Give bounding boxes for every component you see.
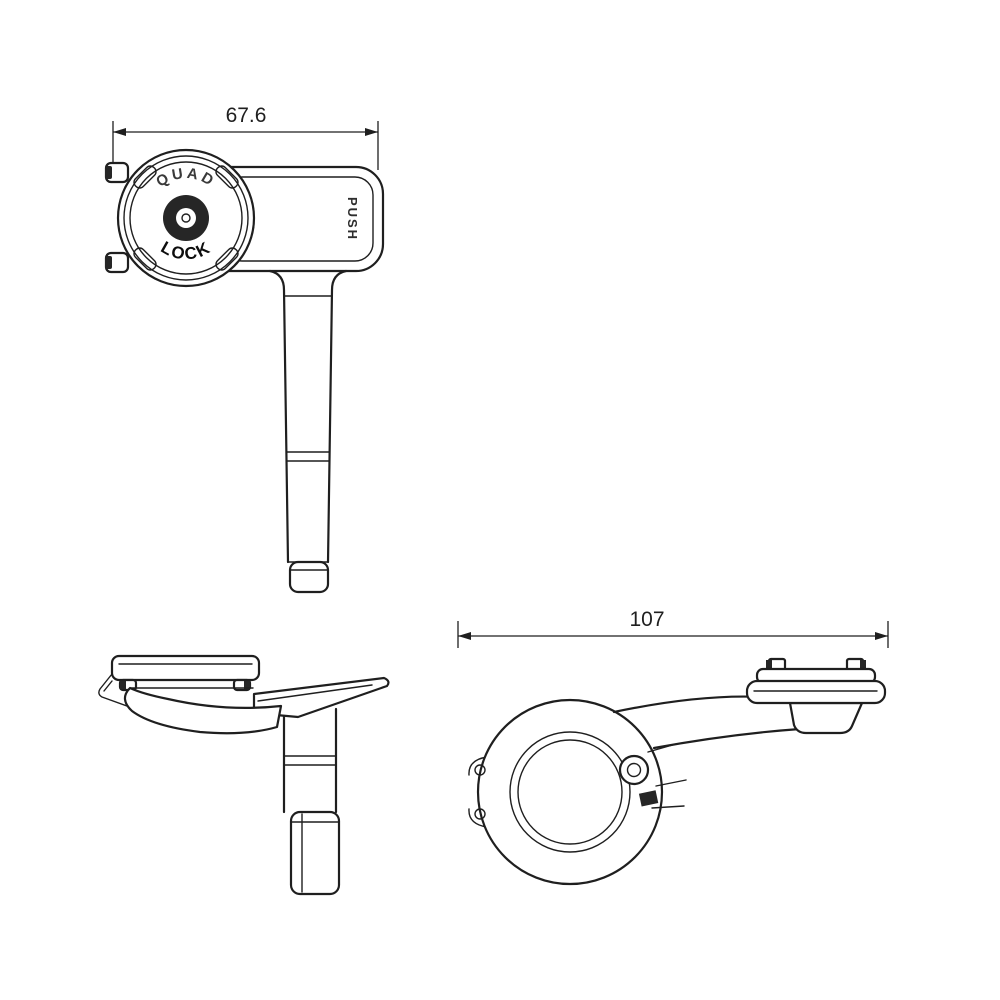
clamp-head-connector bbox=[788, 701, 864, 735]
head-hub-pin bbox=[181, 213, 191, 223]
side-body-wedge bbox=[123, 686, 283, 735]
front-dimension-arrow-right bbox=[365, 128, 378, 136]
head-left-tab-upper-tip bbox=[105, 166, 112, 179]
push-label: PUSH bbox=[345, 197, 360, 241]
front-dimension-arrow-left bbox=[113, 128, 126, 136]
clamp-dimension-arrow-right bbox=[875, 632, 888, 640]
head-hub-center bbox=[176, 208, 196, 228]
side-body bbox=[123, 676, 390, 735]
side-arm-foot-lines bbox=[290, 813, 340, 893]
side-head-plate bbox=[110, 654, 261, 692]
clamp-dimension-arrow-left bbox=[458, 632, 471, 640]
side-arm-sides bbox=[282, 707, 338, 814]
side-head-plate-outline bbox=[110, 654, 261, 682]
front-arm-foot bbox=[288, 560, 330, 594]
clamp-yoke-lines bbox=[647, 743, 687, 809]
side-arm-foot bbox=[289, 810, 341, 896]
clamp-outer-circle bbox=[476, 698, 664, 886]
front-arm-sides bbox=[268, 269, 348, 564]
side-body-detail-lines bbox=[130, 684, 373, 702]
side-arm-joint-lines bbox=[283, 755, 337, 766]
clamp-bolt-socket bbox=[626, 762, 642, 778]
head-scallop-circle bbox=[129, 161, 243, 275]
side-head-tab-left-tip bbox=[120, 681, 126, 689]
side-view bbox=[98, 654, 390, 896]
handlebar-clamp bbox=[468, 698, 664, 886]
clamp-dimension-label: 107 bbox=[629, 608, 664, 631]
clamp-hinge-pin-upper bbox=[474, 764, 486, 776]
clamp-bolt-head bbox=[618, 754, 650, 786]
clamp-dimension-extension-lines bbox=[457, 621, 889, 648]
front-view: 67.6 QUAD LOCK PUSH bbox=[104, 104, 385, 594]
clamp-head-main-plate bbox=[745, 679, 887, 705]
clamp-head-tab-left-tip bbox=[766, 660, 772, 669]
side-release-lever bbox=[98, 673, 153, 716]
head-lock-tab-sw bbox=[133, 247, 157, 271]
side-arm bbox=[282, 707, 341, 896]
clamp-hinge-pin-lower bbox=[474, 808, 486, 820]
clamp-arm-bottom-edge bbox=[652, 727, 802, 750]
head-left-tab-lower-tip bbox=[105, 256, 112, 269]
front-dimension: 67.6 bbox=[112, 104, 379, 170]
front-arm bbox=[268, 269, 348, 594]
clamp-side-view: 107 bbox=[457, 608, 889, 886]
front-dimension-extension-lines bbox=[112, 121, 379, 170]
clamp-bore-outer bbox=[509, 731, 631, 853]
head-lock-tab-ne bbox=[215, 165, 239, 189]
clamp-dimension: 107 bbox=[457, 608, 889, 648]
clamp-bolt bbox=[618, 754, 659, 807]
side-head-tab-right-tip bbox=[244, 681, 250, 689]
head-lock-tab-nw bbox=[133, 165, 157, 189]
head-lock-tab-se bbox=[215, 247, 239, 271]
clamp-head-stack bbox=[745, 657, 887, 735]
clamp-head-tab-right-tip bbox=[860, 660, 866, 669]
mount-head: QUAD LOCK bbox=[104, 148, 256, 288]
head-rim-circle bbox=[123, 155, 249, 281]
front-arm-joint-lines bbox=[284, 295, 332, 563]
front-dimension-label: 67.6 bbox=[226, 104, 267, 127]
clamp-bolt-nut bbox=[638, 790, 659, 807]
clamp-bore-inner bbox=[517, 739, 623, 845]
